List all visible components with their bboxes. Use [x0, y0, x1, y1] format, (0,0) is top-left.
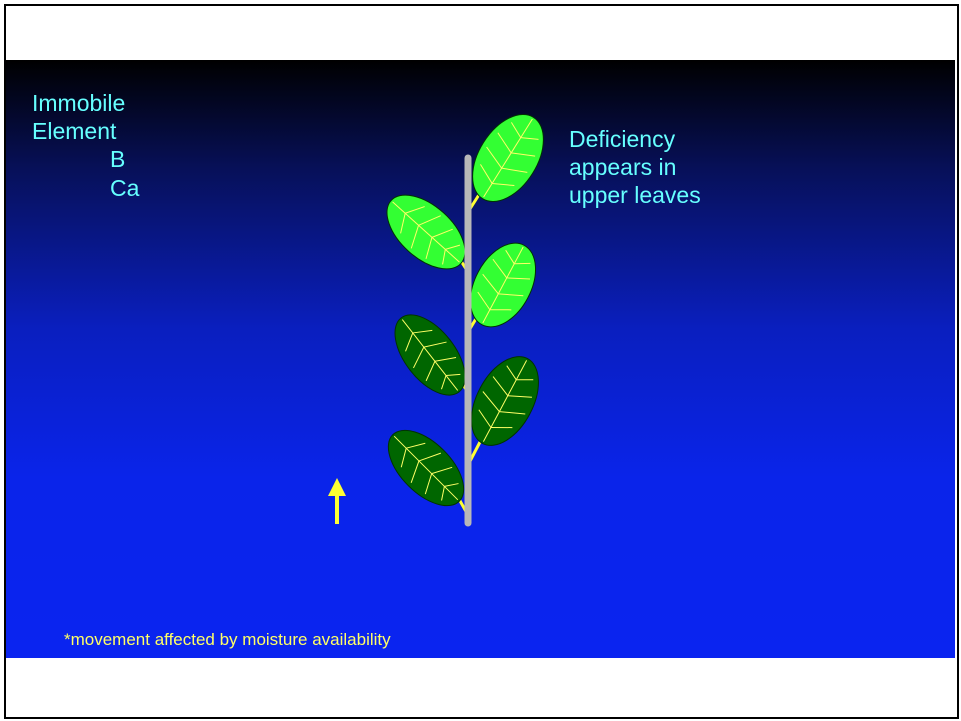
young-leaf-upper-left: [374, 181, 479, 283]
young-leaf-top-right: [458, 102, 558, 214]
slide: Immobile Element B Ca Deficiency appears…: [6, 60, 955, 658]
plant-diagram: [6, 60, 955, 658]
old-leaf-lower-right: [458, 345, 553, 456]
up-arrow-icon: [328, 478, 346, 524]
old-leaf-middle-left: [381, 303, 478, 408]
